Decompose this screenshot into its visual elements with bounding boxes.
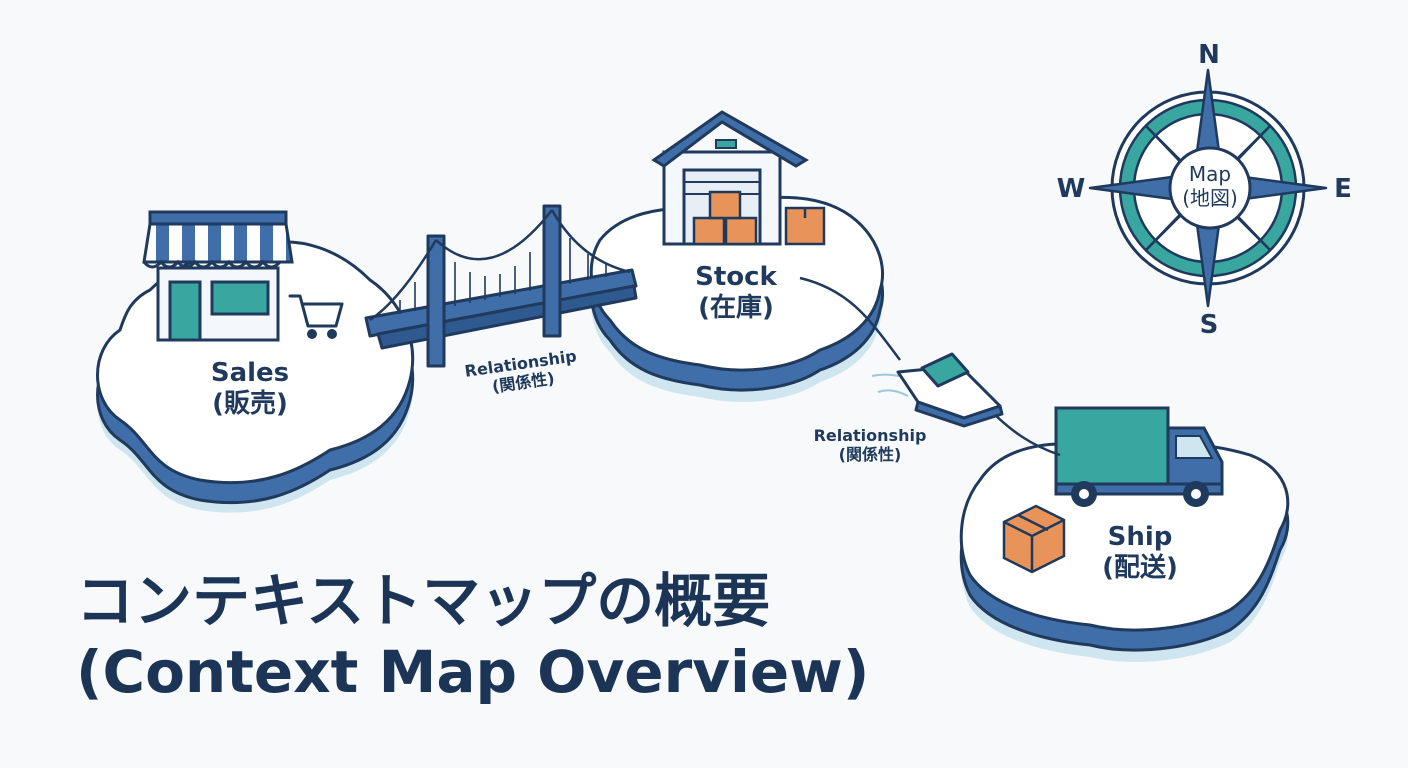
stock-jp: (在庫) xyxy=(698,293,774,324)
truck-icon xyxy=(1054,406,1224,507)
store-icon xyxy=(142,210,294,342)
sales-name: Sales xyxy=(210,358,290,388)
compass-rose-icon xyxy=(1088,68,1328,308)
compass-east: E xyxy=(1334,174,1352,204)
compass-west: W xyxy=(1056,174,1086,204)
ship-name: Ship xyxy=(1107,522,1173,552)
bridge-icon xyxy=(364,204,638,368)
package-icon xyxy=(1002,504,1066,574)
sales-jp: (販売) xyxy=(212,389,288,420)
relationship-2-name: Relationship xyxy=(813,426,927,445)
sales-label: Sales (販売) xyxy=(190,358,310,420)
compass-south: S xyxy=(1199,310,1219,340)
page-title: コンテキストマップの概要 (Context Map Overview) xyxy=(76,566,869,708)
ship-label: Ship (配送) xyxy=(1080,522,1200,584)
boxes-icon xyxy=(692,190,826,246)
ship-jp: (配送) xyxy=(1102,553,1178,584)
shopping-cart-icon xyxy=(288,294,344,339)
compass-center-name: Map xyxy=(1188,162,1232,186)
relationship-label-2: Relationship (関係性) xyxy=(800,426,940,464)
title-japanese: コンテキストマップの概要 xyxy=(76,567,771,635)
stock-name: Stock xyxy=(695,262,777,292)
stock-label: Stock (在庫) xyxy=(676,262,796,324)
compass-north: N xyxy=(1198,40,1220,70)
boat-icon xyxy=(871,352,1004,428)
compass-center-jp: (地図) xyxy=(1182,186,1238,210)
ship-island xyxy=(959,440,1290,662)
compass-center-label: Map (地図) xyxy=(1160,162,1260,210)
title-english: (Context Map Overview) xyxy=(76,637,870,706)
relationship-2-jp: (関係性) xyxy=(838,445,902,465)
